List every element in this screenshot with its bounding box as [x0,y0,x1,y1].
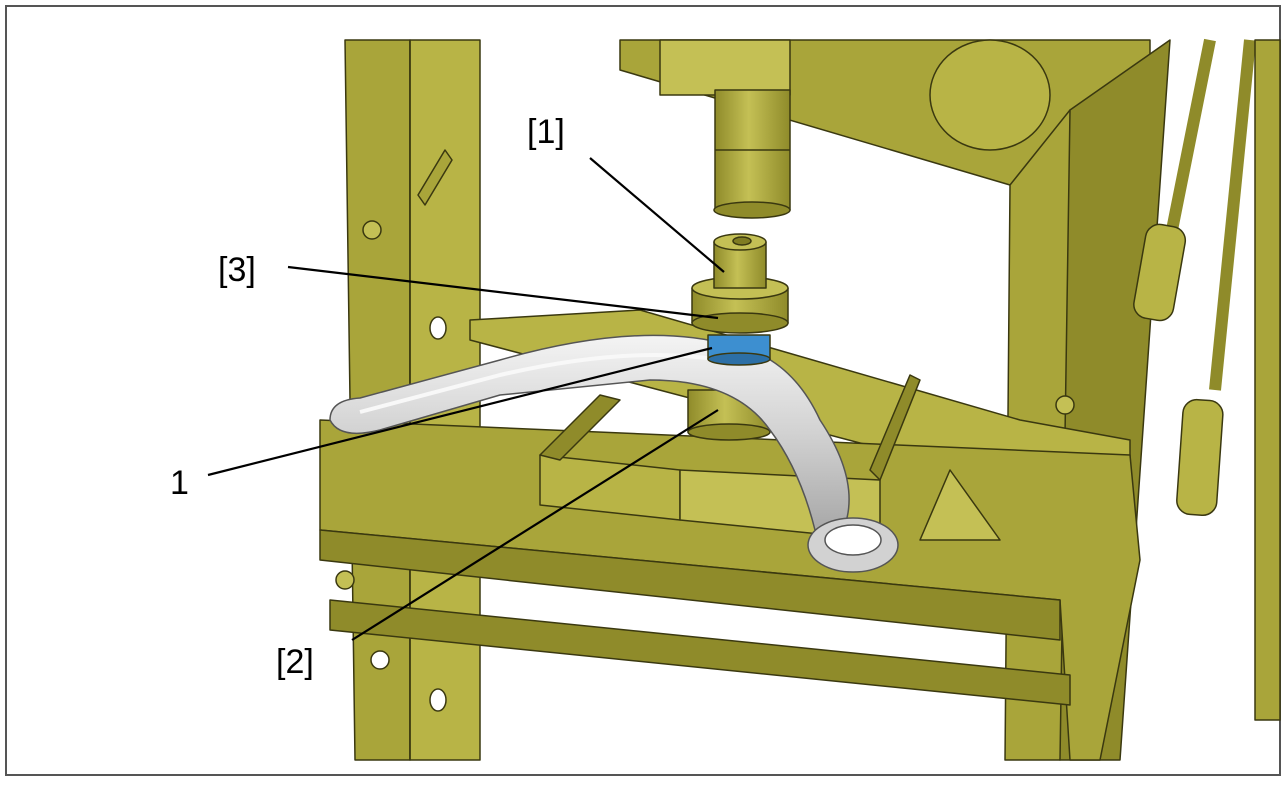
callout-tool-1: [1] [527,113,565,151]
leader-lines [207,157,725,641]
callout-tool-3: [3] [218,251,256,289]
leader-2 [351,409,719,641]
control-arm [329,334,899,573]
callout-part-1: 1 [170,464,189,502]
leader-part-1 [207,346,713,477]
bushing [707,334,771,366]
leader-1 [589,157,725,273]
press-ram [713,89,791,219]
callout-tool-2: [2] [276,643,314,681]
leader-3 [287,265,719,320]
